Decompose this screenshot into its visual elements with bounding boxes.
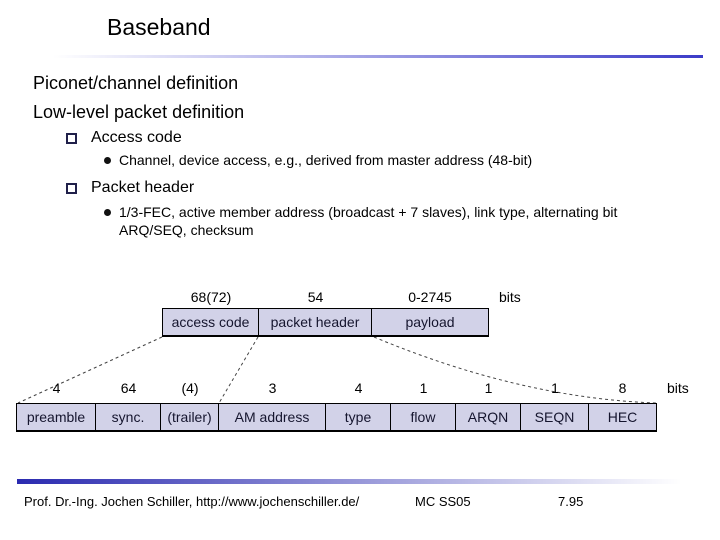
bullet-packet-header: Packet header <box>91 179 195 196</box>
size-preamble: 4 <box>52 380 61 396</box>
box-payload: payload <box>405 314 455 330</box>
size-type: 4 <box>354 380 363 396</box>
box-access-code: access code <box>163 309 259 335</box>
box-seqn: SEQN <box>521 404 589 430</box>
box-preamble: preamble <box>17 404 96 430</box>
box-type: type <box>326 404 391 430</box>
bottom-row-bits-label: bits <box>667 380 689 396</box>
size-am-address: 3 <box>268 380 277 396</box>
top-row-size-labels: 68(72) 54 0-2745 <box>163 289 488 306</box>
size-sync: 64 <box>120 380 137 396</box>
bullet-access-code: Access code <box>91 129 182 146</box>
intro-line-1: Piconet/channel definition <box>33 73 239 93</box>
square-bullet-icon <box>66 183 77 194</box>
circle-bullet-icon <box>104 209 111 216</box>
access-code-detail: Channel, device access, e.g., derived fr… <box>119 152 533 168</box>
packet-overview-row: access code packet header payload <box>162 308 489 337</box>
box-hec: HEC <box>607 409 638 425</box>
packet-header-detail: 1/3-FEC, active member address (broadcas… <box>119 204 618 238</box>
box-trailer: (trailer) <box>161 404 219 430</box>
size-payload: 0-2745 <box>408 289 452 305</box>
box-arqn: ARQN <box>456 404 521 430</box>
slide-title: Baseband <box>107 14 211 40</box>
size-seqn: 1 <box>551 380 559 396</box>
size-access-code: 68(72) <box>190 289 232 305</box>
footer-page-number: 7.95 <box>558 494 584 509</box>
square-bullet-icon <box>66 133 77 144</box>
bottom-row-size-labels: 4 64 (4) 3 4 1 1 1 8 <box>17 380 656 397</box>
size-flow: 1 <box>419 380 428 396</box>
circle-bullet-icon <box>104 157 111 164</box>
footer-course: MC SS05 <box>415 494 471 509</box>
footer-author: Prof. Dr.-Ing. Jochen Schiller, http://w… <box>24 494 360 509</box>
box-sync: sync. <box>96 404 161 430</box>
size-packet-header: 54 <box>307 289 324 305</box>
size-arqn: 1 <box>484 380 493 396</box>
box-am-address: AM address <box>219 404 326 430</box>
size-trailer: (4) <box>181 380 199 396</box>
footer-rule <box>17 479 717 484</box>
intro-line-2: Low-level packet definition <box>33 102 245 122</box>
box-packet-header: packet header <box>259 309 372 335</box>
top-row-bits-label: bits <box>499 289 521 305</box>
title-rule <box>53 55 703 58</box>
size-hec: 8 <box>618 380 627 396</box>
box-flow: flow <box>391 404 456 430</box>
packet-detail-row: preamble sync. (trailer) AM address type… <box>16 403 657 432</box>
